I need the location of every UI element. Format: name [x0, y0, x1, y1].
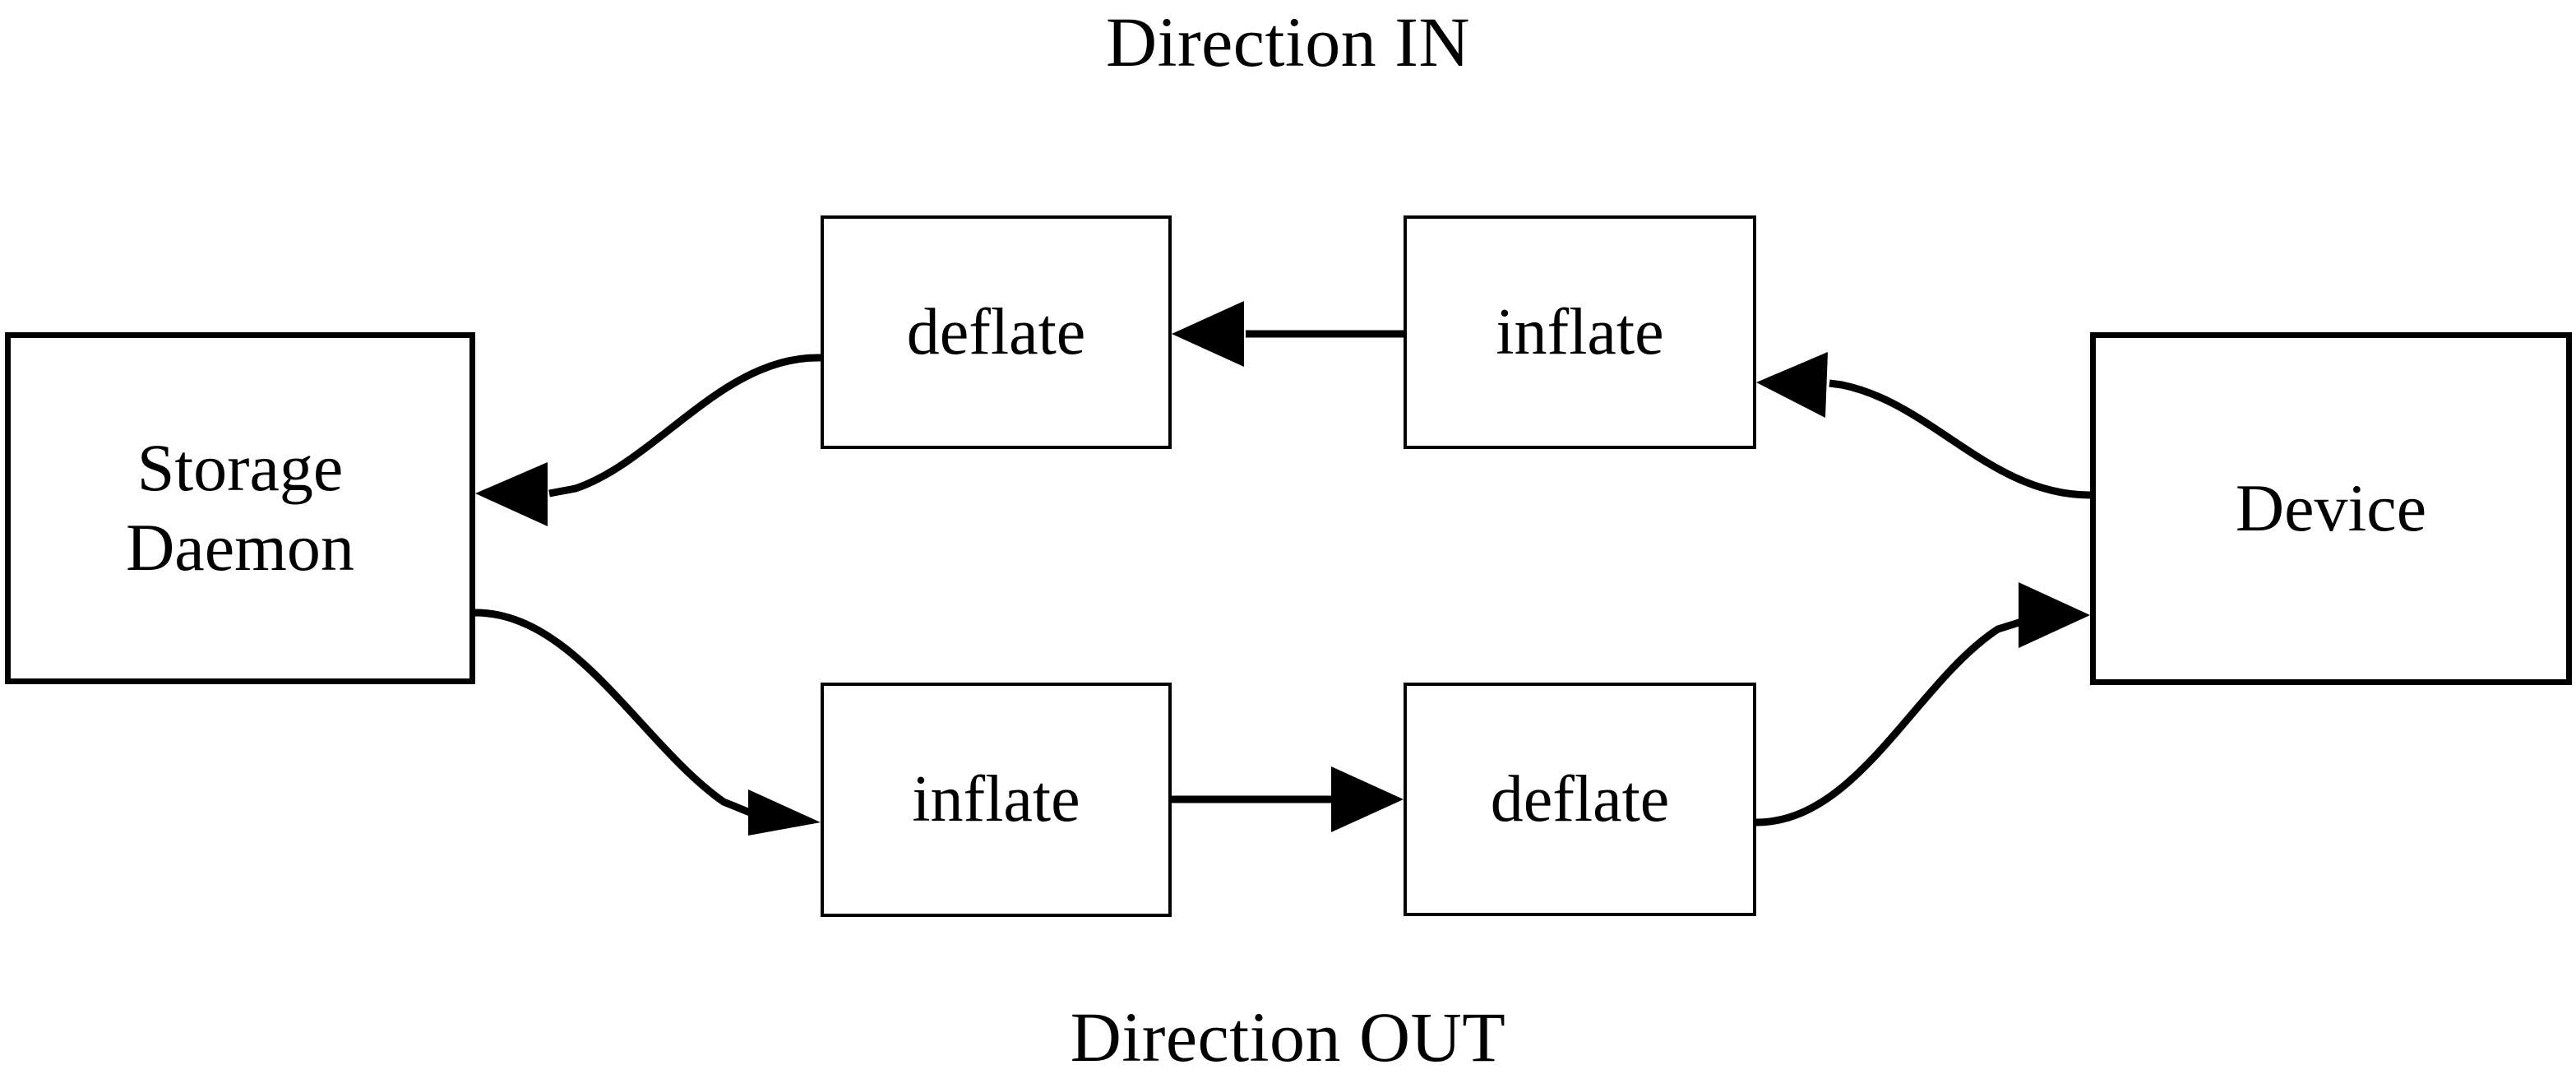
direction-in-label: Direction IN: [1105, 2, 1470, 81]
node-storage-daemon-label-line2: Daemon: [126, 510, 354, 585]
node-device-label: Device: [2235, 470, 2427, 546]
node-storage-daemon-label-line1: Storage: [136, 430, 344, 506]
edge-deflate-out-to-device: [1755, 582, 2090, 826]
node-device[interactable]: Device: [2090, 332, 2572, 685]
edge-inflate-in-to-deflate-in: [1172, 301, 1404, 367]
node-deflate-out[interactable]: deflate: [1404, 683, 1756, 916]
edge-device-to-inflate-in: [1756, 352, 2091, 499]
node-deflate-in[interactable]: deflate: [821, 215, 1172, 449]
node-storage-daemon[interactable]: Storage Daemon: [5, 332, 475, 684]
node-deflate-out-label: deflate: [1490, 762, 1670, 836]
node-inflate-in-label: inflate: [1496, 295, 1664, 368]
node-inflate-out-label: inflate: [912, 763, 1080, 836]
direction-out-label: Direction OUT: [1070, 998, 1506, 1076]
edge-storage-daemon-to-inflate-out: [474, 609, 821, 836]
node-inflate-in[interactable]: inflate: [1404, 215, 1756, 449]
node-deflate-in-label: deflate: [906, 295, 1086, 368]
node-inflate-out[interactable]: inflate: [821, 683, 1172, 917]
edge-inflate-out-to-deflate-out: [1172, 766, 1404, 832]
edge-deflate-in-to-storage-daemon: [475, 354, 821, 526]
